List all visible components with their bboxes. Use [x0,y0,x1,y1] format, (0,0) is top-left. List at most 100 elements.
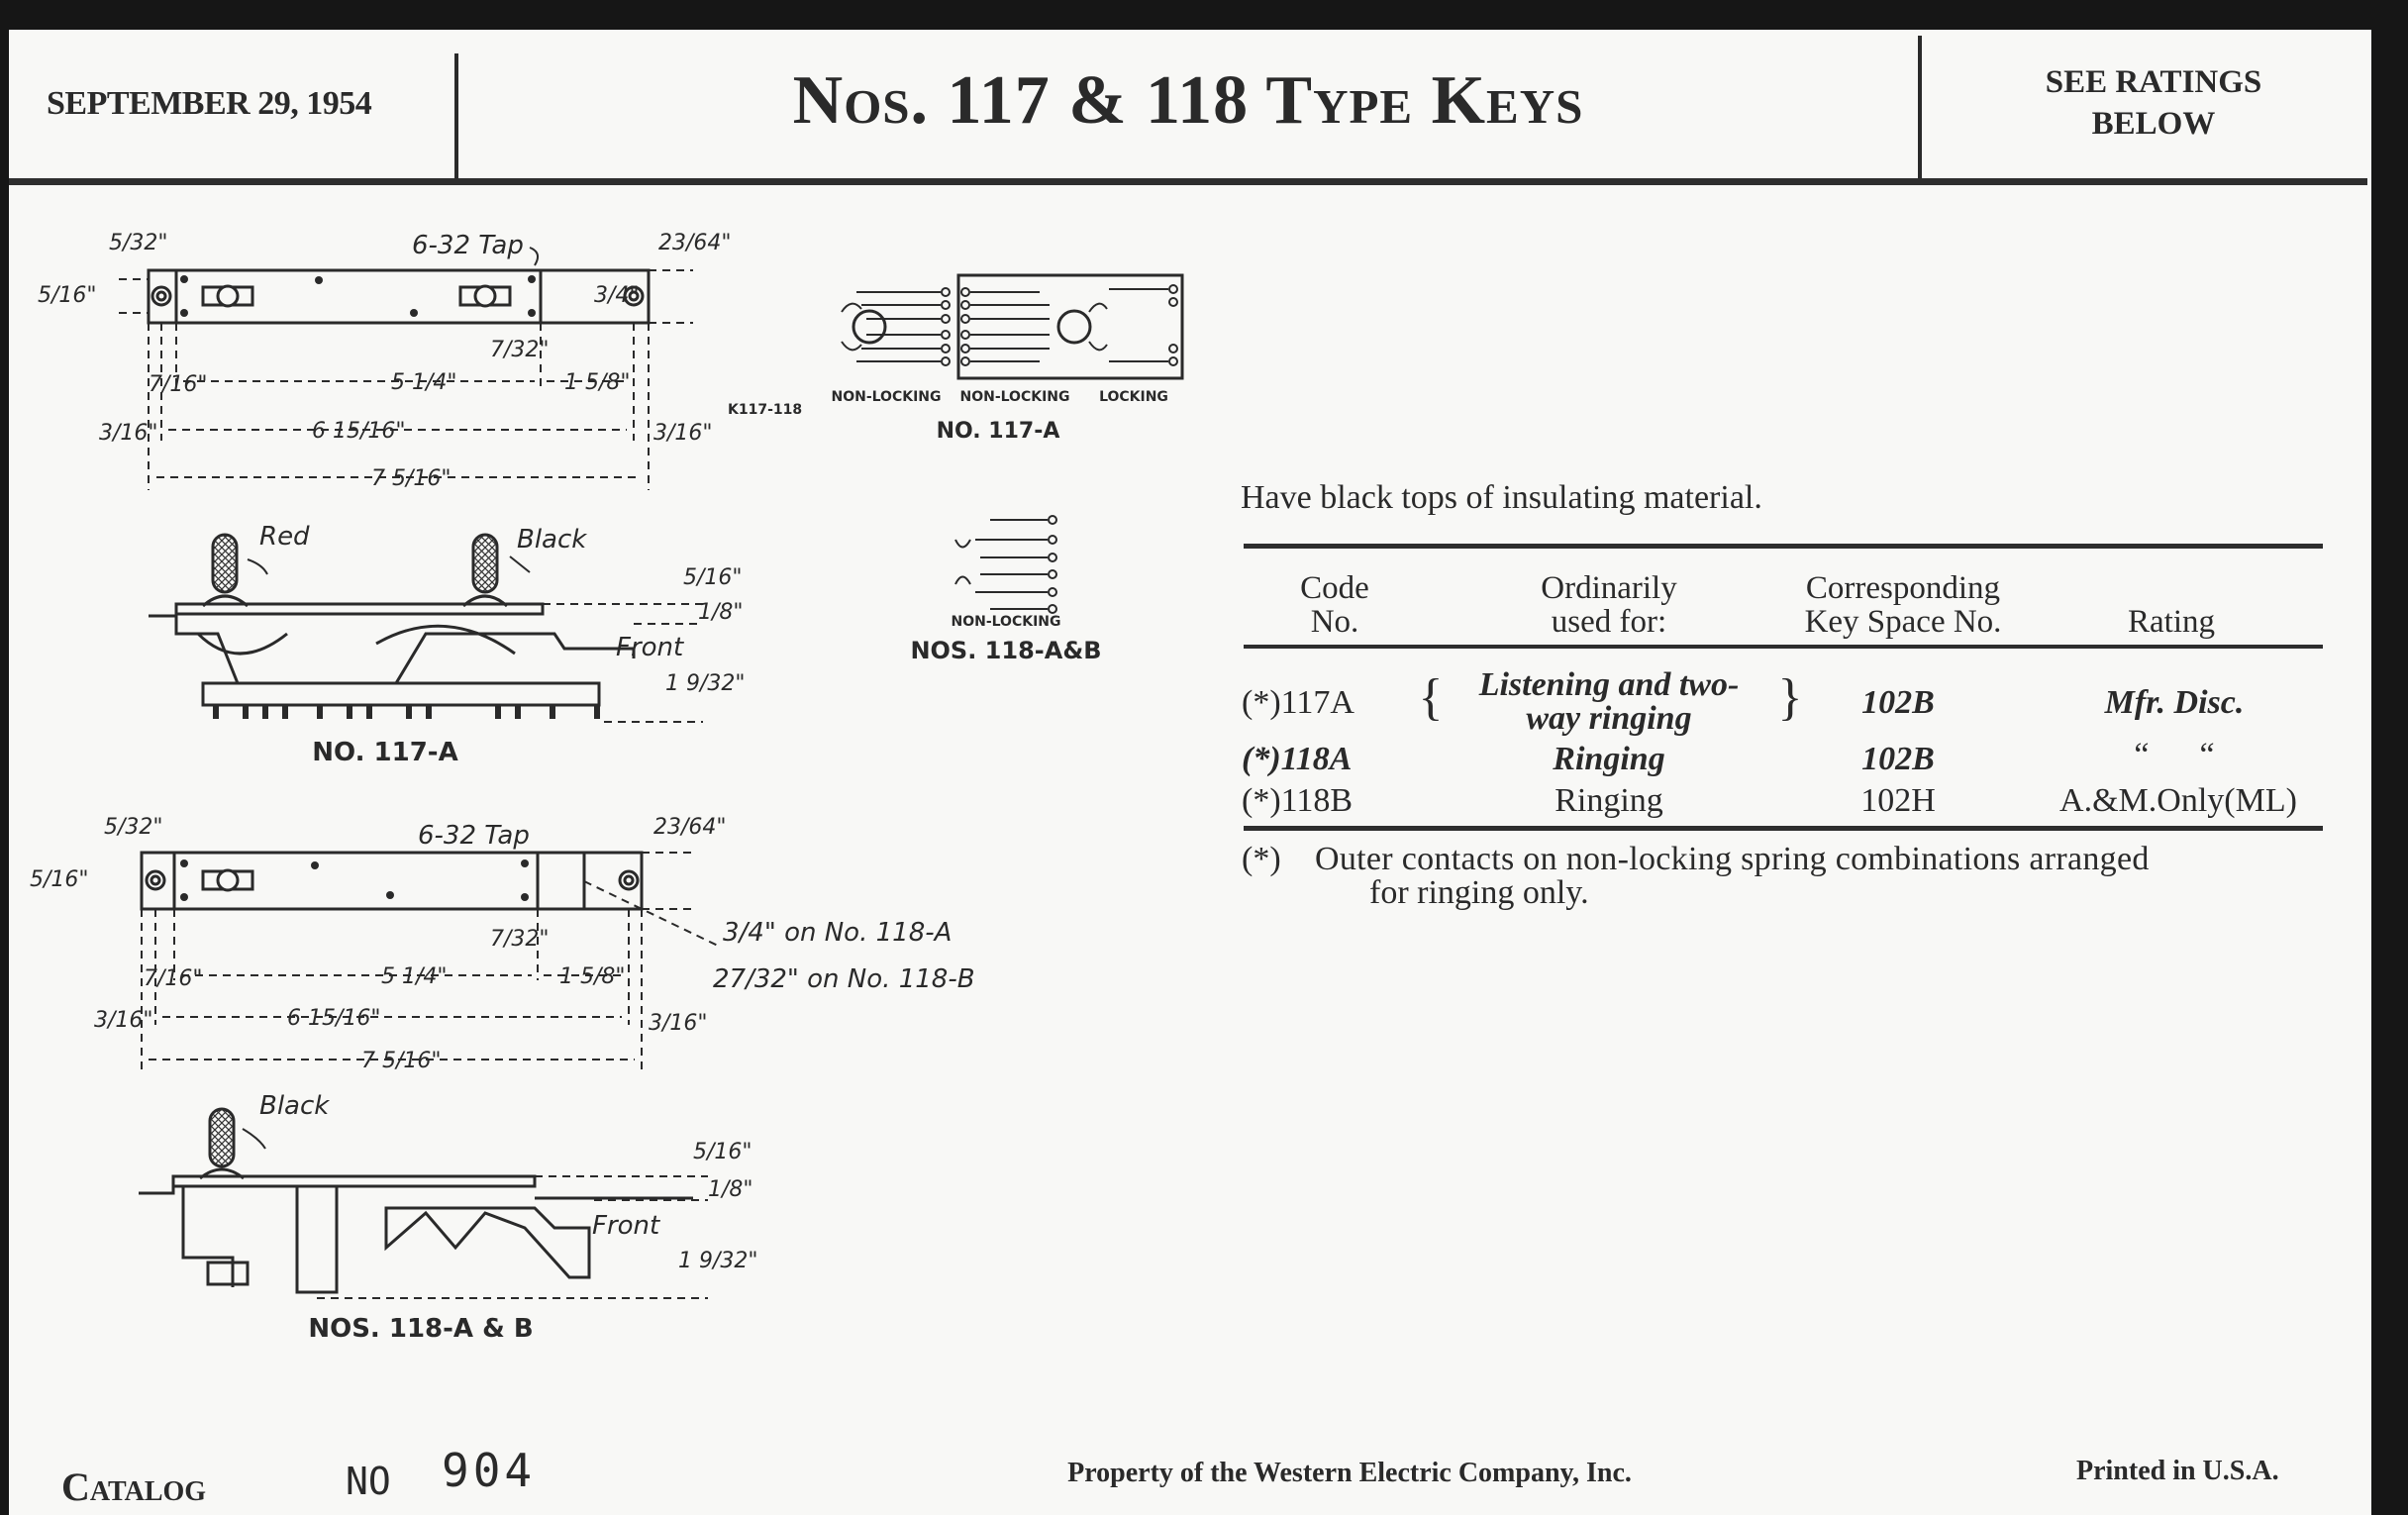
dim-label: 7/16" [149,372,208,397]
dim-label: 23/64" [658,231,732,255]
contact-label: NON-LOCKING [951,614,1060,630]
schematic-118ab [954,515,1057,614]
tap-label: 6-32 Tap [418,821,530,851]
dim-label: 7/32" [490,338,550,362]
dim-label: 5/32" [109,231,168,255]
date: SEPTEMBER 29, 1954 [47,85,372,122]
col-header-line: used for: [1551,604,1667,640]
header-rule [9,178,2367,185]
col-header-line: Ordinarily [1541,570,1677,606]
note-118b: 27/32" on No. 118-B [713,964,975,994]
red-label: Red [259,522,310,552]
page-title: Nos. 117 & 118 Type Keys [792,62,1584,139]
cell-code: (*)118A [1242,741,1353,777]
tap-label: 6-32 Tap [412,231,524,260]
dim-label: 3/16" [649,1011,708,1036]
dim-label: 7 5/16" [371,466,452,491]
caption-117a-schematic: NO. 117-A [937,419,1060,444]
dim-label: 3/16" [99,421,158,446]
black-label: Black [259,1091,330,1121]
cell-used-for-line: Listening and two- [1478,666,1740,703]
dim-label: 5/32" [104,815,163,840]
footnote-line1: Outer contacts on non-locking spring com… [1315,841,2150,877]
cell-rating: Mfr. Disc. [2104,684,2245,721]
catalog-no-label: NO [346,1460,391,1503]
dim-label: 1 5/8" [559,964,626,989]
cell-rating: A.&M.Only(ML) [2059,782,2297,819]
catalog-label: Catalog [61,1464,207,1509]
dim-label: 5/16" [693,1140,752,1164]
cell-used-for: Ringing [1553,741,1665,777]
dim-label: 7/32" [490,927,550,952]
property-notice: Property of the Western Electric Company… [1067,1458,1632,1488]
brace-right: } [1777,669,1803,726]
ratings-note-line1: SEE RATINGS [2045,64,2262,100]
contact-label: NON-LOCKING [831,389,941,405]
plan-118-labels: 6-32 Tap 5/32" 5/16" 23/64" 7/32" 7/16" … [30,815,975,1073]
printed-in: Printed in U.S.A. [2076,1456,2279,1486]
plan-117-labels: 6-32 Tap 5/32" 5/16" 23/64" 3/4" 7/32" 7… [38,231,802,491]
table-bottom-rule [1244,826,2323,831]
description: Have black tops of insulating material. [1241,479,1762,516]
plan-view-118ab [140,851,719,1069]
dim-label: 1 5/8" [564,370,631,395]
contact-label: LOCKING [1099,389,1168,405]
header-divider [454,53,458,178]
table-header-rule [1244,645,2323,649]
cell-used-for: Listening and two-way ringing [1479,668,1740,736]
col-header-line: Code [1300,570,1369,606]
cell-key-space: 102B [1861,684,1935,721]
dim-label: 3/4" [594,283,640,308]
dim-label: 5 1/4" [381,964,448,989]
cell-key-space: 102H [1860,782,1936,819]
ratings-note-line2: BELOW [2091,106,2216,142]
brace-left: { [1418,669,1444,726]
cell-code: (*)118B [1242,782,1354,819]
note-118a: 3/4" on No. 118-A [723,918,952,948]
table-row: (*)117A [1242,684,1354,722]
schematic-117-labels: NON-LOCKING NON-LOCKING LOCKING NO. 117-… [831,389,1167,444]
side-view-117a [149,533,703,723]
cell-key-space: 102B [1861,741,1935,777]
header-divider [1918,36,1922,178]
dim-label: 5/16" [30,867,89,892]
dim-label: 5 1/4" [391,370,457,395]
col-header-line: Key Space No. [1804,604,2002,640]
front-label: Front [616,633,684,662]
contact-label: NON-LOCKING [959,389,1069,405]
caption-117a: NO. 117-A [312,738,457,767]
dim-label: 5/16" [683,565,743,590]
table-top-rule [1244,544,2323,549]
ref-code: K117-118 [728,402,802,418]
col-header-line: Corresponding [1805,570,2001,606]
dim-label: 1/8" [698,600,744,625]
caption-118ab: NOS. 118-A & B [308,1314,533,1344]
schematic-117a [841,273,1184,380]
dim-label: 3/16" [653,421,713,446]
col-header-rating: Rating [2128,604,2215,640]
ratings-note: SEE RATINGS BELOW [1926,61,2381,145]
catalog-sheet [9,30,2371,1515]
dim-label: 6 15/16" [312,419,406,444]
cell-used-for: Ringing [1555,782,1663,819]
schematic-118-labels: NON-LOCKING NOS. 118-A&B [910,614,1101,664]
dim-label: 7/16" [144,966,203,991]
cell-rating-ditto: “ “ [2134,737,2215,773]
dim-label: 23/64" [653,815,727,840]
dim-label: 5/16" [38,283,97,308]
cell-used-for-line: way ringing [1526,700,1692,737]
dim-label: 7 5/16" [361,1049,442,1073]
dim-label: 1/8" [708,1177,753,1202]
dim-label: 1 9/32" [665,671,746,696]
front-label: Front [592,1211,660,1241]
catalog-number: 904 [442,1444,537,1497]
plan-view-117a [119,247,693,490]
side-118-labels: Black 5/16" 1/8" Front 1 9/32" NOS. 118-… [259,1091,758,1344]
dim-label: 3/16" [94,1008,153,1033]
black-label: Black [517,525,587,555]
side-117-labels: Red Black 5/16" 1/8" Front 1 9/32" NO. 1… [259,522,746,767]
